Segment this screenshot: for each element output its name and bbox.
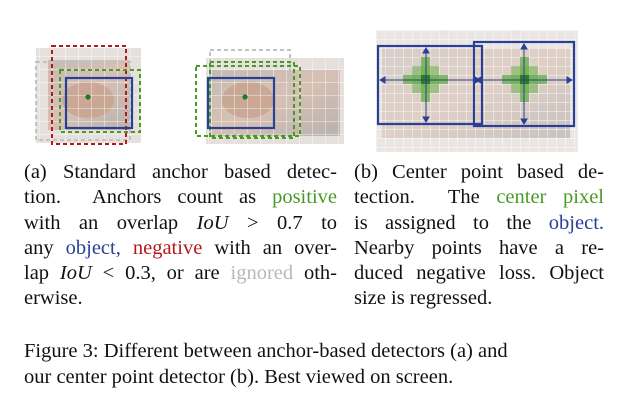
scene-image-right [206, 58, 346, 144]
object-box-left [376, 44, 484, 126]
figure-caption-line-1: Figure 3: Different between anchor-based… [24, 340, 508, 362]
positive-term: positive [272, 186, 337, 209]
ignored-term: ignored [230, 262, 294, 285]
object-box-2 [206, 76, 276, 130]
caption-a-line-3: with an overlap IoU > 0.7 to [24, 211, 338, 234]
caption-a-line-1: (a) Standard anchor based detec- [24, 161, 337, 183]
ignored-anchor-box-2 [209, 49, 291, 135]
caption-b-line-2: tection. The center pixel [354, 186, 604, 209]
caption-b-line-4: Nearby points have a re- [354, 236, 604, 259]
negative-term: negative [132, 236, 203, 259]
object-term-b: object. [548, 211, 605, 234]
caption-b-line-1: (b) Center point based de- [354, 161, 604, 183]
figure-caption-line-2: our center point detector (b). Best view… [24, 366, 454, 388]
positive-anchor-box [59, 69, 141, 133]
anchor-based-illustration [26, 30, 346, 152]
caption-a-line-2: tion. Anchors count as positive [24, 186, 337, 209]
positive-anchor-box-3 [209, 61, 295, 139]
figure-caption: Figure 3: Different between anchor-based… [24, 338, 608, 390]
ignored-anchor-box [35, 61, 131, 141]
caption-center-point: (b) Center point based de- tection. The … [354, 160, 604, 312]
caption-a-line-6: erwise. [24, 287, 83, 310]
center-point-figure [376, 30, 578, 152]
caption-b-line-3: is assigned to the object. [354, 211, 605, 234]
object-center-dot-2 [242, 94, 248, 100]
caption-a-line-4: any object, negative with an over- [24, 236, 337, 259]
positive-anchor-box-2 [195, 65, 301, 137]
anchor-based-figure [35, 45, 346, 145]
caption-anchor-based: (a) Standard anchor based detec- tion. A… [24, 160, 337, 312]
caption-b-line-6: size is regressed. [354, 287, 493, 310]
caption-a-line-5: lap IoU < 0.3, or are ignored oth- [24, 262, 338, 285]
object-box [64, 76, 134, 130]
size-regression-arrows-right [475, 43, 573, 125]
center-point-illustration [376, 30, 578, 152]
object-term: object, [65, 236, 121, 259]
scene-heatmap-grid [376, 30, 578, 152]
object-center-dot [85, 94, 91, 100]
center-pixel-term: center pixel [496, 186, 604, 209]
negative-anchor-box [51, 45, 127, 145]
object-box-right [472, 40, 576, 128]
caption-b-line-5: duced negative loss. Object [354, 262, 604, 285]
